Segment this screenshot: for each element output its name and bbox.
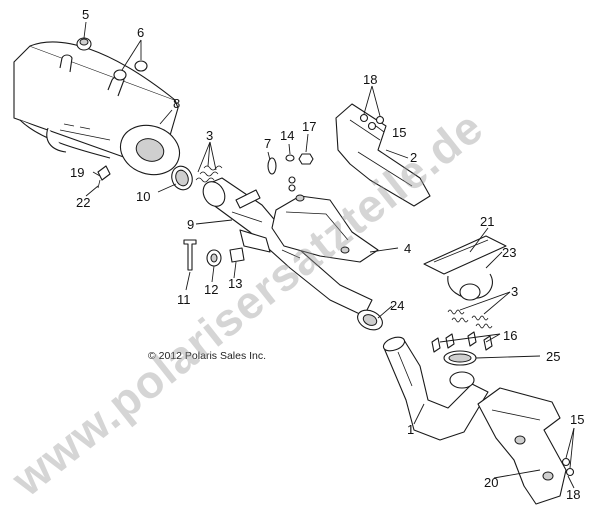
callout-1: 1: [407, 422, 414, 437]
callout-25: 25: [546, 349, 560, 364]
callout-23: 23: [502, 245, 516, 260]
callout-6: 6: [137, 25, 144, 40]
bracket-bolts-part: [359, 113, 385, 131]
callout-17: 17: [302, 119, 316, 134]
mounting-bracket-part: [335, 103, 431, 207]
head-pipe-part: [382, 336, 489, 441]
watermark-text: www.polarisersatzteile.de: [1, 101, 493, 507]
clips-part: [431, 331, 493, 353]
callout-3-upper: 3: [206, 128, 213, 143]
callout-10: 10: [136, 189, 150, 204]
callout-14: 14: [280, 128, 294, 143]
callout-16: 16: [503, 328, 517, 343]
callout-19: 19: [70, 165, 84, 180]
grommet-pair-part: [113, 60, 148, 81]
callout-15-lower: 15: [570, 412, 584, 427]
gasket-ring-lower-part: [443, 350, 477, 366]
callout-12: 12: [204, 282, 218, 297]
muffler-part: [13, 41, 181, 176]
callout-11: 11: [177, 292, 191, 307]
callout-18-lower: 18: [566, 487, 580, 502]
lower-bolts-part: [561, 457, 575, 477]
callout-8: 8: [173, 96, 180, 111]
callout-5: 5: [82, 7, 89, 22]
springs-lower-part: [447, 309, 493, 329]
callout-15-upper: 15: [392, 125, 406, 140]
callout-24: 24: [390, 298, 404, 313]
callout-2: 2: [410, 150, 417, 165]
lower-heat-shield-part: [477, 387, 567, 505]
washer-small-parts: [267, 153, 314, 192]
leader-lines: [83, 21, 575, 489]
callout-13: 13: [228, 276, 242, 291]
exhaust-flange-part: [423, 235, 507, 301]
grommet-part: [76, 37, 92, 51]
seal-part: [357, 309, 383, 331]
callouts: 1 2 3 3 4 5 6 7 8 9 10 11 12 13 14 15 15…: [70, 7, 584, 502]
heat-shield-part: [271, 194, 379, 263]
callout-7: 7: [264, 136, 271, 151]
gasket-ring-part: [171, 165, 193, 191]
callout-21: 21: [480, 214, 494, 229]
callout-18-upper: 18: [363, 72, 377, 87]
callout-4: 4: [404, 241, 411, 256]
callout-3-lower: 3: [511, 284, 518, 299]
callout-22: 22: [76, 195, 90, 210]
copyright-text: © 2012 Polaris Sales Inc.: [148, 350, 266, 362]
callout-20: 20: [484, 475, 498, 490]
springs-upper-part: [195, 165, 223, 183]
muffler-clip-part: [97, 165, 111, 189]
callout-9: 9: [187, 217, 194, 232]
bolt-spacer-parts: [183, 239, 245, 271]
